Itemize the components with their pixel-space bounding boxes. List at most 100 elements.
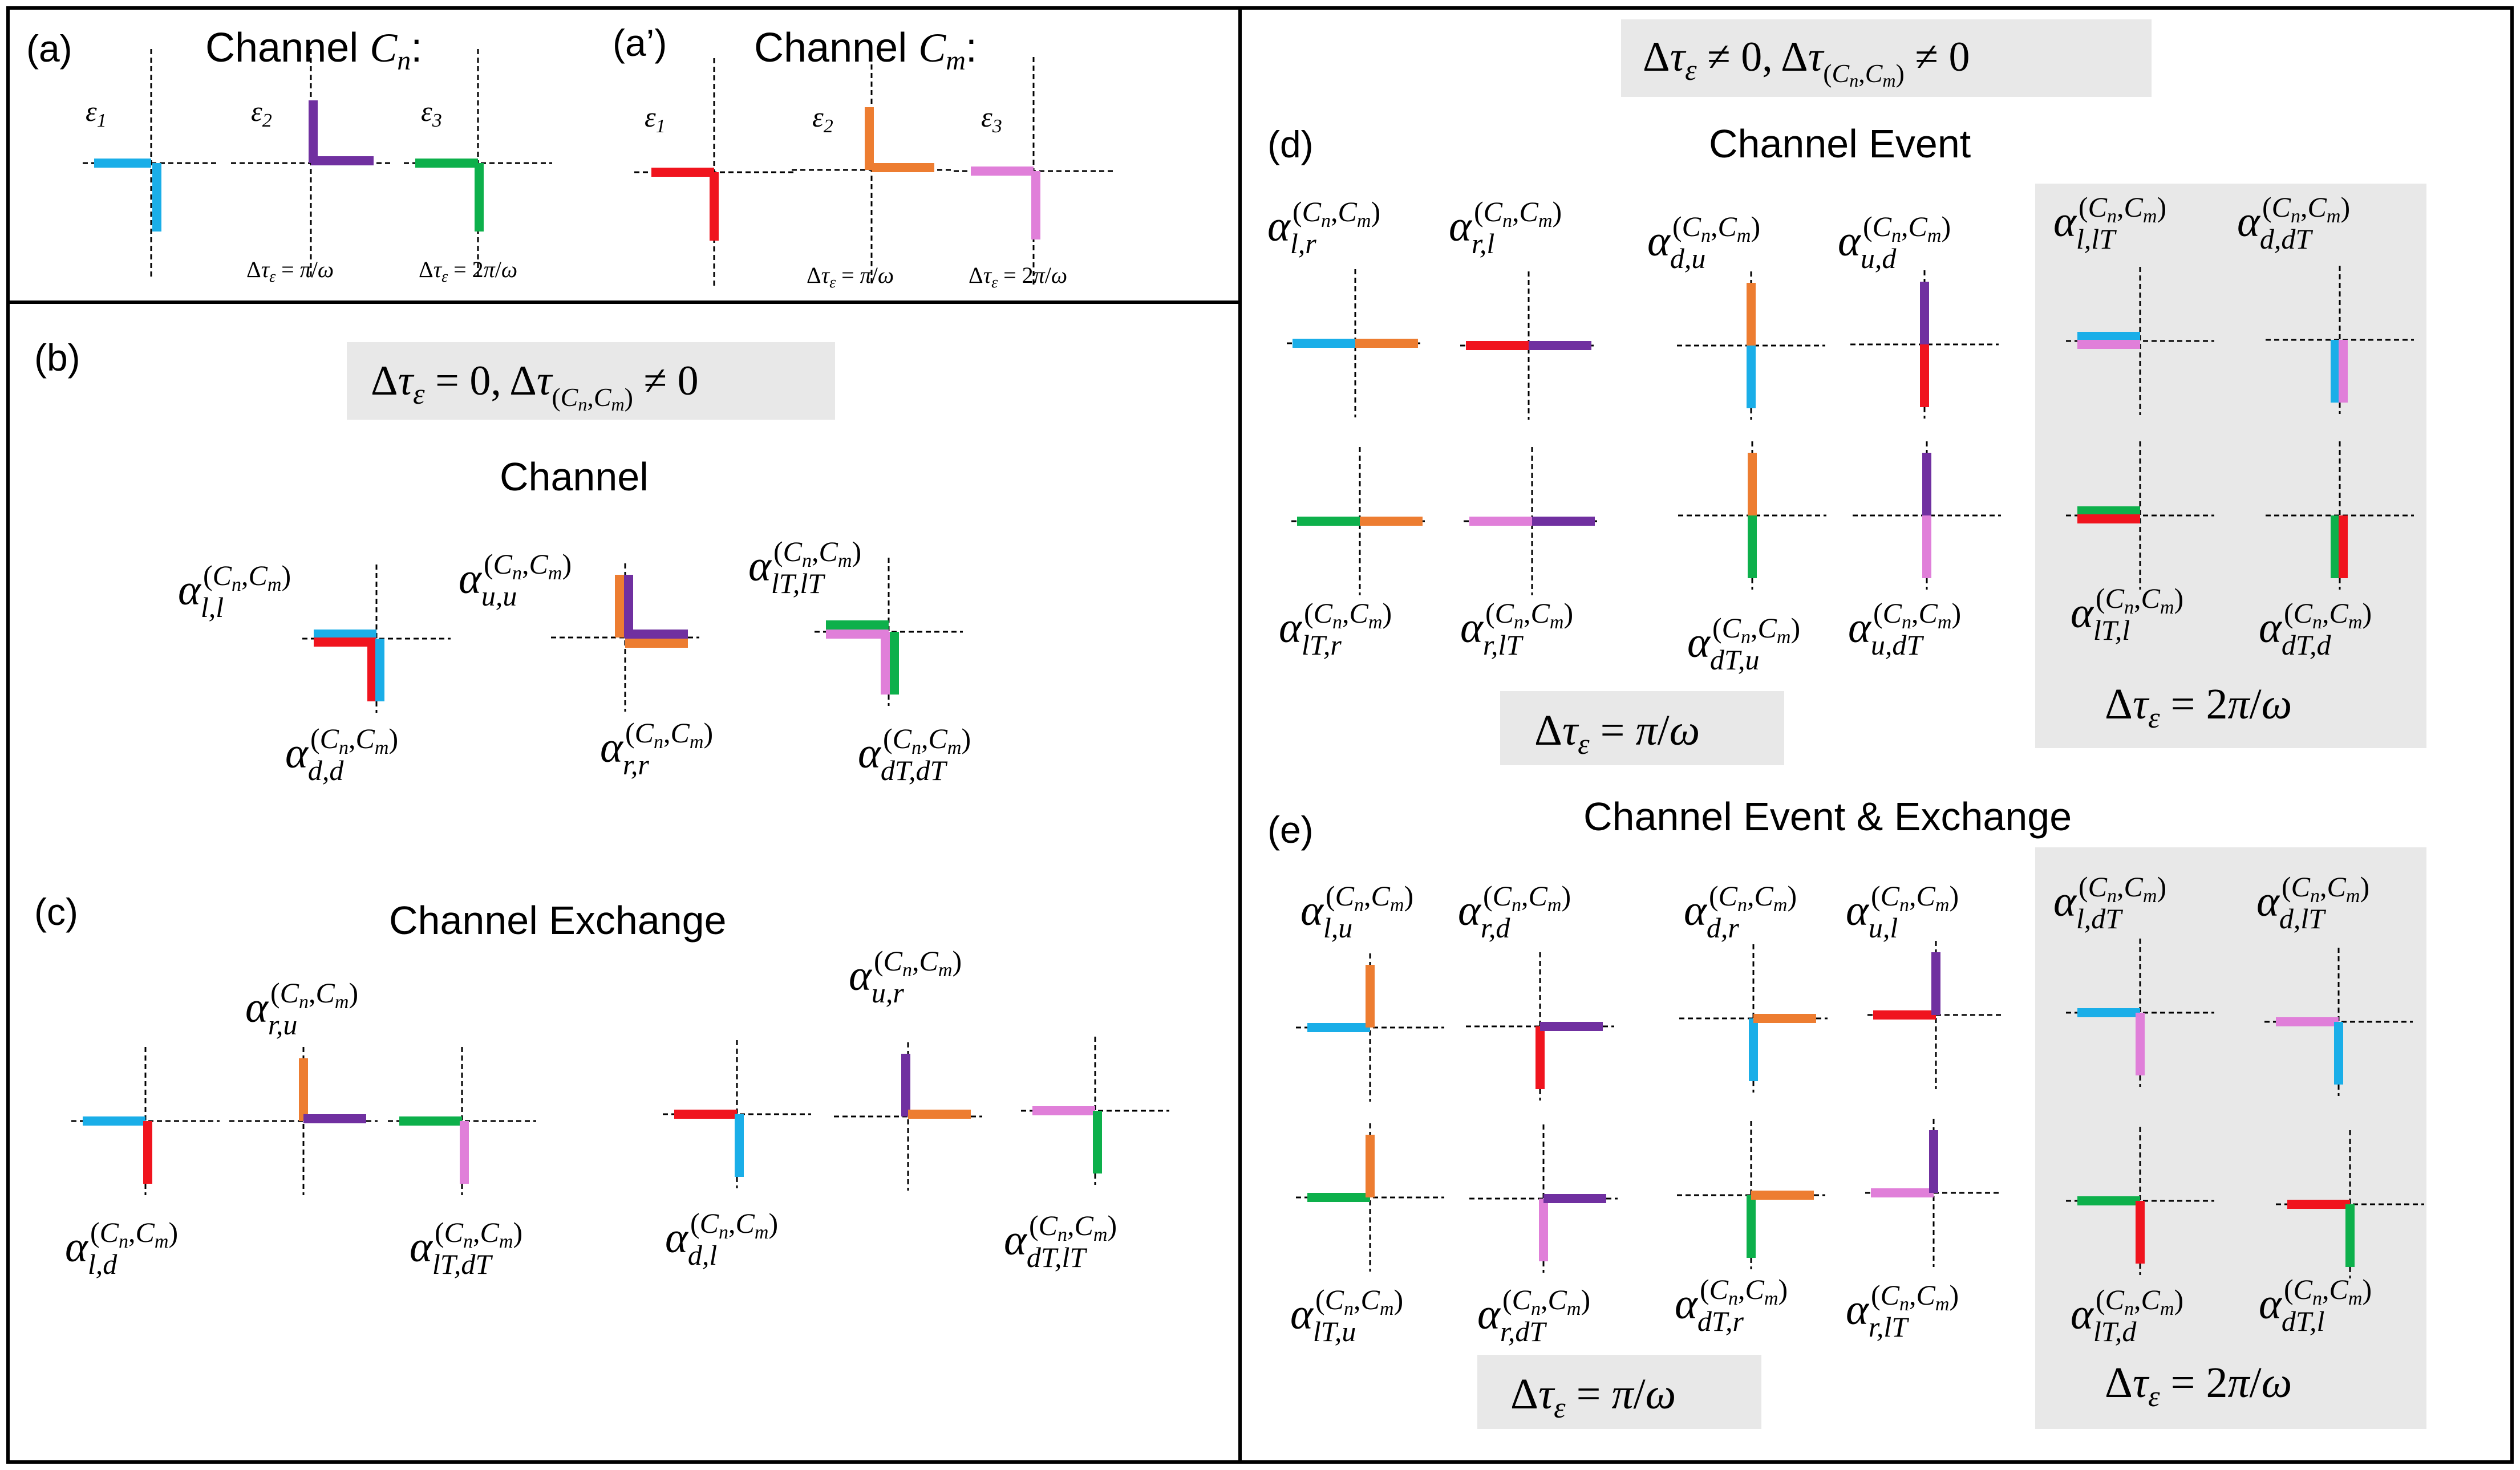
arm-green <box>890 632 899 695</box>
alpha-label: αdT,u <box>1687 619 1760 676</box>
arm-cyan <box>2077 332 2140 341</box>
cross-diagram <box>2066 939 2214 1087</box>
arm-purple <box>311 156 374 165</box>
arm-red <box>367 639 376 701</box>
tau-d-pi: Δτε = π/ω <box>1534 706 1700 761</box>
alpha-label: αr,lT <box>1460 604 1524 661</box>
arm-green <box>1747 1195 1756 1258</box>
arm-orange <box>1366 1135 1375 1197</box>
arm-orange <box>865 107 874 170</box>
alpha-label: αlT,l <box>2071 589 2130 646</box>
alpha-superscript: (Cn,Cm) <box>435 1216 522 1252</box>
alpha-label: αdT,d <box>2259 604 2332 661</box>
alpha-superscript: (Cn,Cm) <box>2079 871 2166 907</box>
alpha-superscript: (Cn,Cm) <box>1304 597 1392 633</box>
arm-orange <box>1366 965 1375 1028</box>
alpha-label: αr,l <box>1449 202 1494 259</box>
alpha-label: αlT,u <box>1290 1290 1356 1347</box>
alpha-label: αlT,d <box>2071 1290 2137 1347</box>
arm-red <box>143 1121 152 1184</box>
arm-purple <box>303 1114 366 1123</box>
arm-purple <box>309 100 318 163</box>
arm-pink <box>1032 1106 1095 1115</box>
eps-label: ε3 <box>421 95 442 131</box>
arm-pink <box>2136 1013 2145 1075</box>
cross-diagram <box>231 49 391 277</box>
alpha-label: αl,lT <box>2053 198 2117 255</box>
cross-diagram <box>551 563 699 712</box>
cross-diagram <box>634 58 794 286</box>
alpha-superscript: (Cn,Cm) <box>484 548 572 584</box>
alpha-superscript: (Cn,Cm) <box>1483 880 1571 916</box>
alpha-superscript: (Cn,Cm) <box>625 717 713 753</box>
alpha-label: αdT,l <box>2259 1280 2324 1337</box>
tau-d-2pi: Δτε = 2π/ω <box>2105 680 2292 734</box>
alpha-superscript: (Cn,Cm) <box>690 1207 778 1243</box>
alpha-superscript: (Cn,Cm) <box>1502 1284 1590 1319</box>
cross-diagram <box>83 49 220 277</box>
alpha-superscript: (Cn,Cm) <box>2284 597 2372 633</box>
alpha-superscript: (Cn,Cm) <box>203 559 291 595</box>
arm-cyan <box>735 1114 744 1177</box>
alpha-superscript: (Cn,Cm) <box>1293 196 1380 232</box>
panel-label-e: (e) <box>1267 809 1314 851</box>
arm-purple <box>1920 282 1929 344</box>
alpha-label: αl,dT <box>2053 878 2123 935</box>
panel-a-prime-title: Channel Cm: <box>754 25 977 76</box>
cross-diagram <box>1291 447 1428 595</box>
cross-diagram <box>2266 266 2414 414</box>
alpha-label: αdT,dT <box>858 729 948 786</box>
arm-cyan <box>1307 1023 1370 1032</box>
arm-cyan <box>152 163 161 232</box>
alpha-label: αu,d <box>1838 217 1897 274</box>
tau-label: Δτε = 2π/ω <box>969 262 1067 291</box>
alpha-label: αlT,r <box>1279 604 1342 661</box>
arm-red <box>314 637 376 647</box>
outer-frame <box>6 6 2514 1464</box>
alpha-label: αlT,dT <box>410 1223 493 1280</box>
alpha-label: αl,u <box>1300 887 1352 944</box>
alpha-label: αr,r <box>600 724 649 781</box>
arm-cyan <box>375 639 384 701</box>
cross-diagram <box>388 1047 536 1195</box>
arm-cyan <box>2334 1022 2343 1085</box>
panel-label-a-prime: (a’) <box>613 22 667 64</box>
arm-purple <box>901 1054 910 1116</box>
arm-pink <box>971 167 1034 176</box>
tau-box-d-2pi <box>2035 184 2426 748</box>
alpha-label: αd,u <box>1647 217 1705 274</box>
arm-cyan <box>1293 339 1355 348</box>
eps-label: ε1 <box>86 95 107 131</box>
cross-diagram <box>2276 1130 2424 1278</box>
arm-orange <box>1748 453 1757 515</box>
arm-orange <box>625 639 688 648</box>
arm-red <box>2136 1201 2145 1264</box>
arm-cyan <box>2077 1008 2140 1017</box>
cross-diagram <box>1021 1037 1169 1185</box>
cross-diagram <box>1466 952 1614 1101</box>
cross-diagram <box>1469 1124 1618 1273</box>
cross-diagram <box>71 1047 220 1195</box>
cross-diagram <box>1296 953 1444 1102</box>
cross-diagram <box>2066 1127 2214 1275</box>
alpha-label: αd,lT <box>2256 878 2326 935</box>
arm-purple <box>1931 952 1940 1015</box>
alpha-superscript: (Cn,Cm) <box>1871 880 1959 916</box>
panel-a-title: Channel Cn: <box>205 25 422 76</box>
arm-pink <box>1871 1188 1934 1197</box>
alpha-superscript: (Cn,Cm) <box>1873 597 1961 633</box>
eps-label: ε1 <box>645 101 666 137</box>
arm-red <box>651 168 714 177</box>
arm-pink <box>2077 340 2140 349</box>
arm-green <box>2077 506 2140 515</box>
cross-diagram <box>1679 944 1828 1093</box>
arm-red <box>2077 514 2140 523</box>
alpha-superscript: (Cn,Cm) <box>1712 612 1800 648</box>
arm-cyan <box>1747 346 1756 408</box>
arm-green <box>399 1116 462 1126</box>
alpha-superscript: (Cn,Cm) <box>1315 1284 1403 1319</box>
alpha-superscript: (Cn,Cm) <box>883 722 971 758</box>
cross-diagram <box>1865 1119 2002 1267</box>
alpha-label: αu,l <box>1846 887 1898 944</box>
cross-diagram <box>2266 441 2414 590</box>
